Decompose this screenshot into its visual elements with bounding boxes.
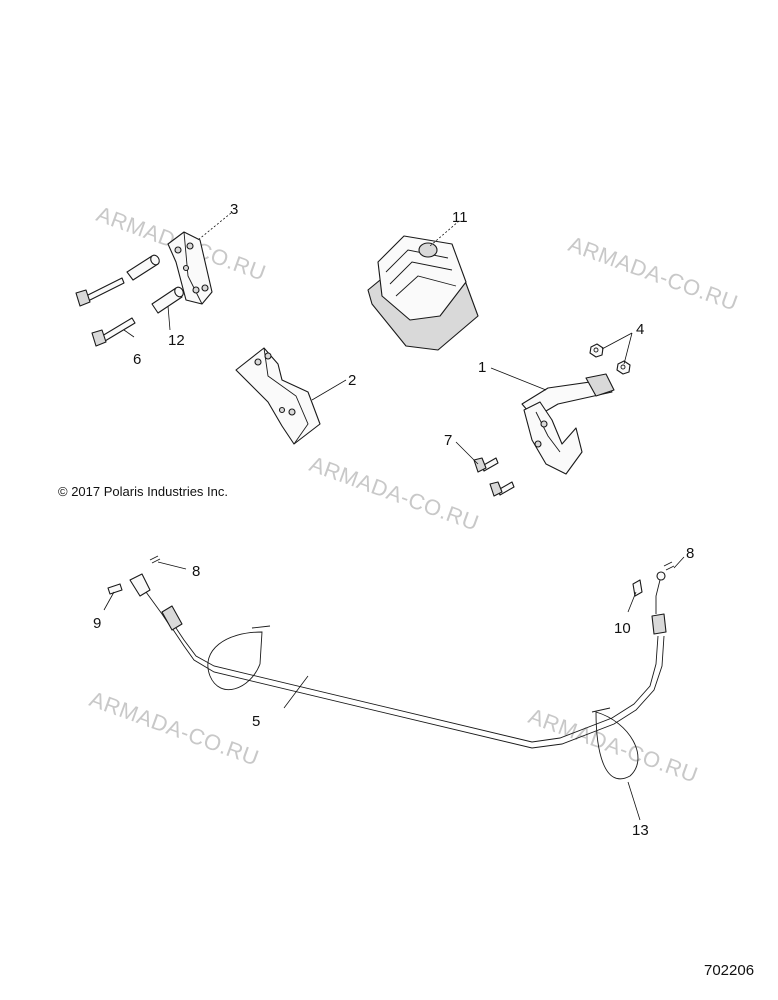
pin-part-9 xyxy=(107,583,123,595)
spacer-lower-part-12 xyxy=(151,286,184,314)
spacer-upper xyxy=(126,254,160,281)
watermark-4: ARMADA-CO.RU xyxy=(86,686,262,770)
callout-1: 1 xyxy=(478,359,486,376)
callout-5: 5 xyxy=(252,713,260,730)
callout-11: 11 xyxy=(452,209,468,226)
shifter-boot-part-11 xyxy=(367,235,479,351)
callout-2: 2 xyxy=(348,372,356,389)
clip-part-8-right xyxy=(663,561,675,571)
watermark-3: ARMADA-CO.RU xyxy=(306,451,482,535)
plate-part-2 xyxy=(235,347,321,445)
pin-part-10 xyxy=(632,579,643,597)
nut-upper-part-4 xyxy=(589,343,604,358)
callout-9: 9 xyxy=(93,615,101,632)
bolt-upper xyxy=(75,277,125,307)
clip-part-8-left xyxy=(149,555,161,564)
leader-lines xyxy=(103,212,685,821)
bolt-lower-part-6 xyxy=(91,317,136,347)
bracket-part-3 xyxy=(167,231,213,305)
copyright-notice: © 2017 Polaris Industries Inc. xyxy=(58,484,228,499)
callout-6: 6 xyxy=(133,351,141,368)
brake-cable-part-5 xyxy=(129,571,667,780)
diagram-id: 702206 xyxy=(704,962,755,979)
callout-4: 4 xyxy=(636,321,644,338)
callout-12: 12 xyxy=(168,332,185,349)
brake-lever-part-1 xyxy=(521,373,615,475)
callout-10: 10 xyxy=(614,620,631,637)
callout-7: 7 xyxy=(444,432,452,449)
bolt-lower xyxy=(489,481,515,497)
callout-3: 3 xyxy=(230,201,238,218)
bolt-upper-part-7 xyxy=(473,457,499,473)
nut-lower xyxy=(616,360,631,375)
callout-8-left: 8 xyxy=(192,563,200,580)
callouts: 3 11 6 12 2 4 1 7 8 9 5 10 8 13 xyxy=(93,201,694,839)
callout-8-right: 8 xyxy=(686,545,694,562)
watermark-2: ARMADA-CO.RU xyxy=(565,231,741,315)
callout-13: 13 xyxy=(632,822,649,839)
